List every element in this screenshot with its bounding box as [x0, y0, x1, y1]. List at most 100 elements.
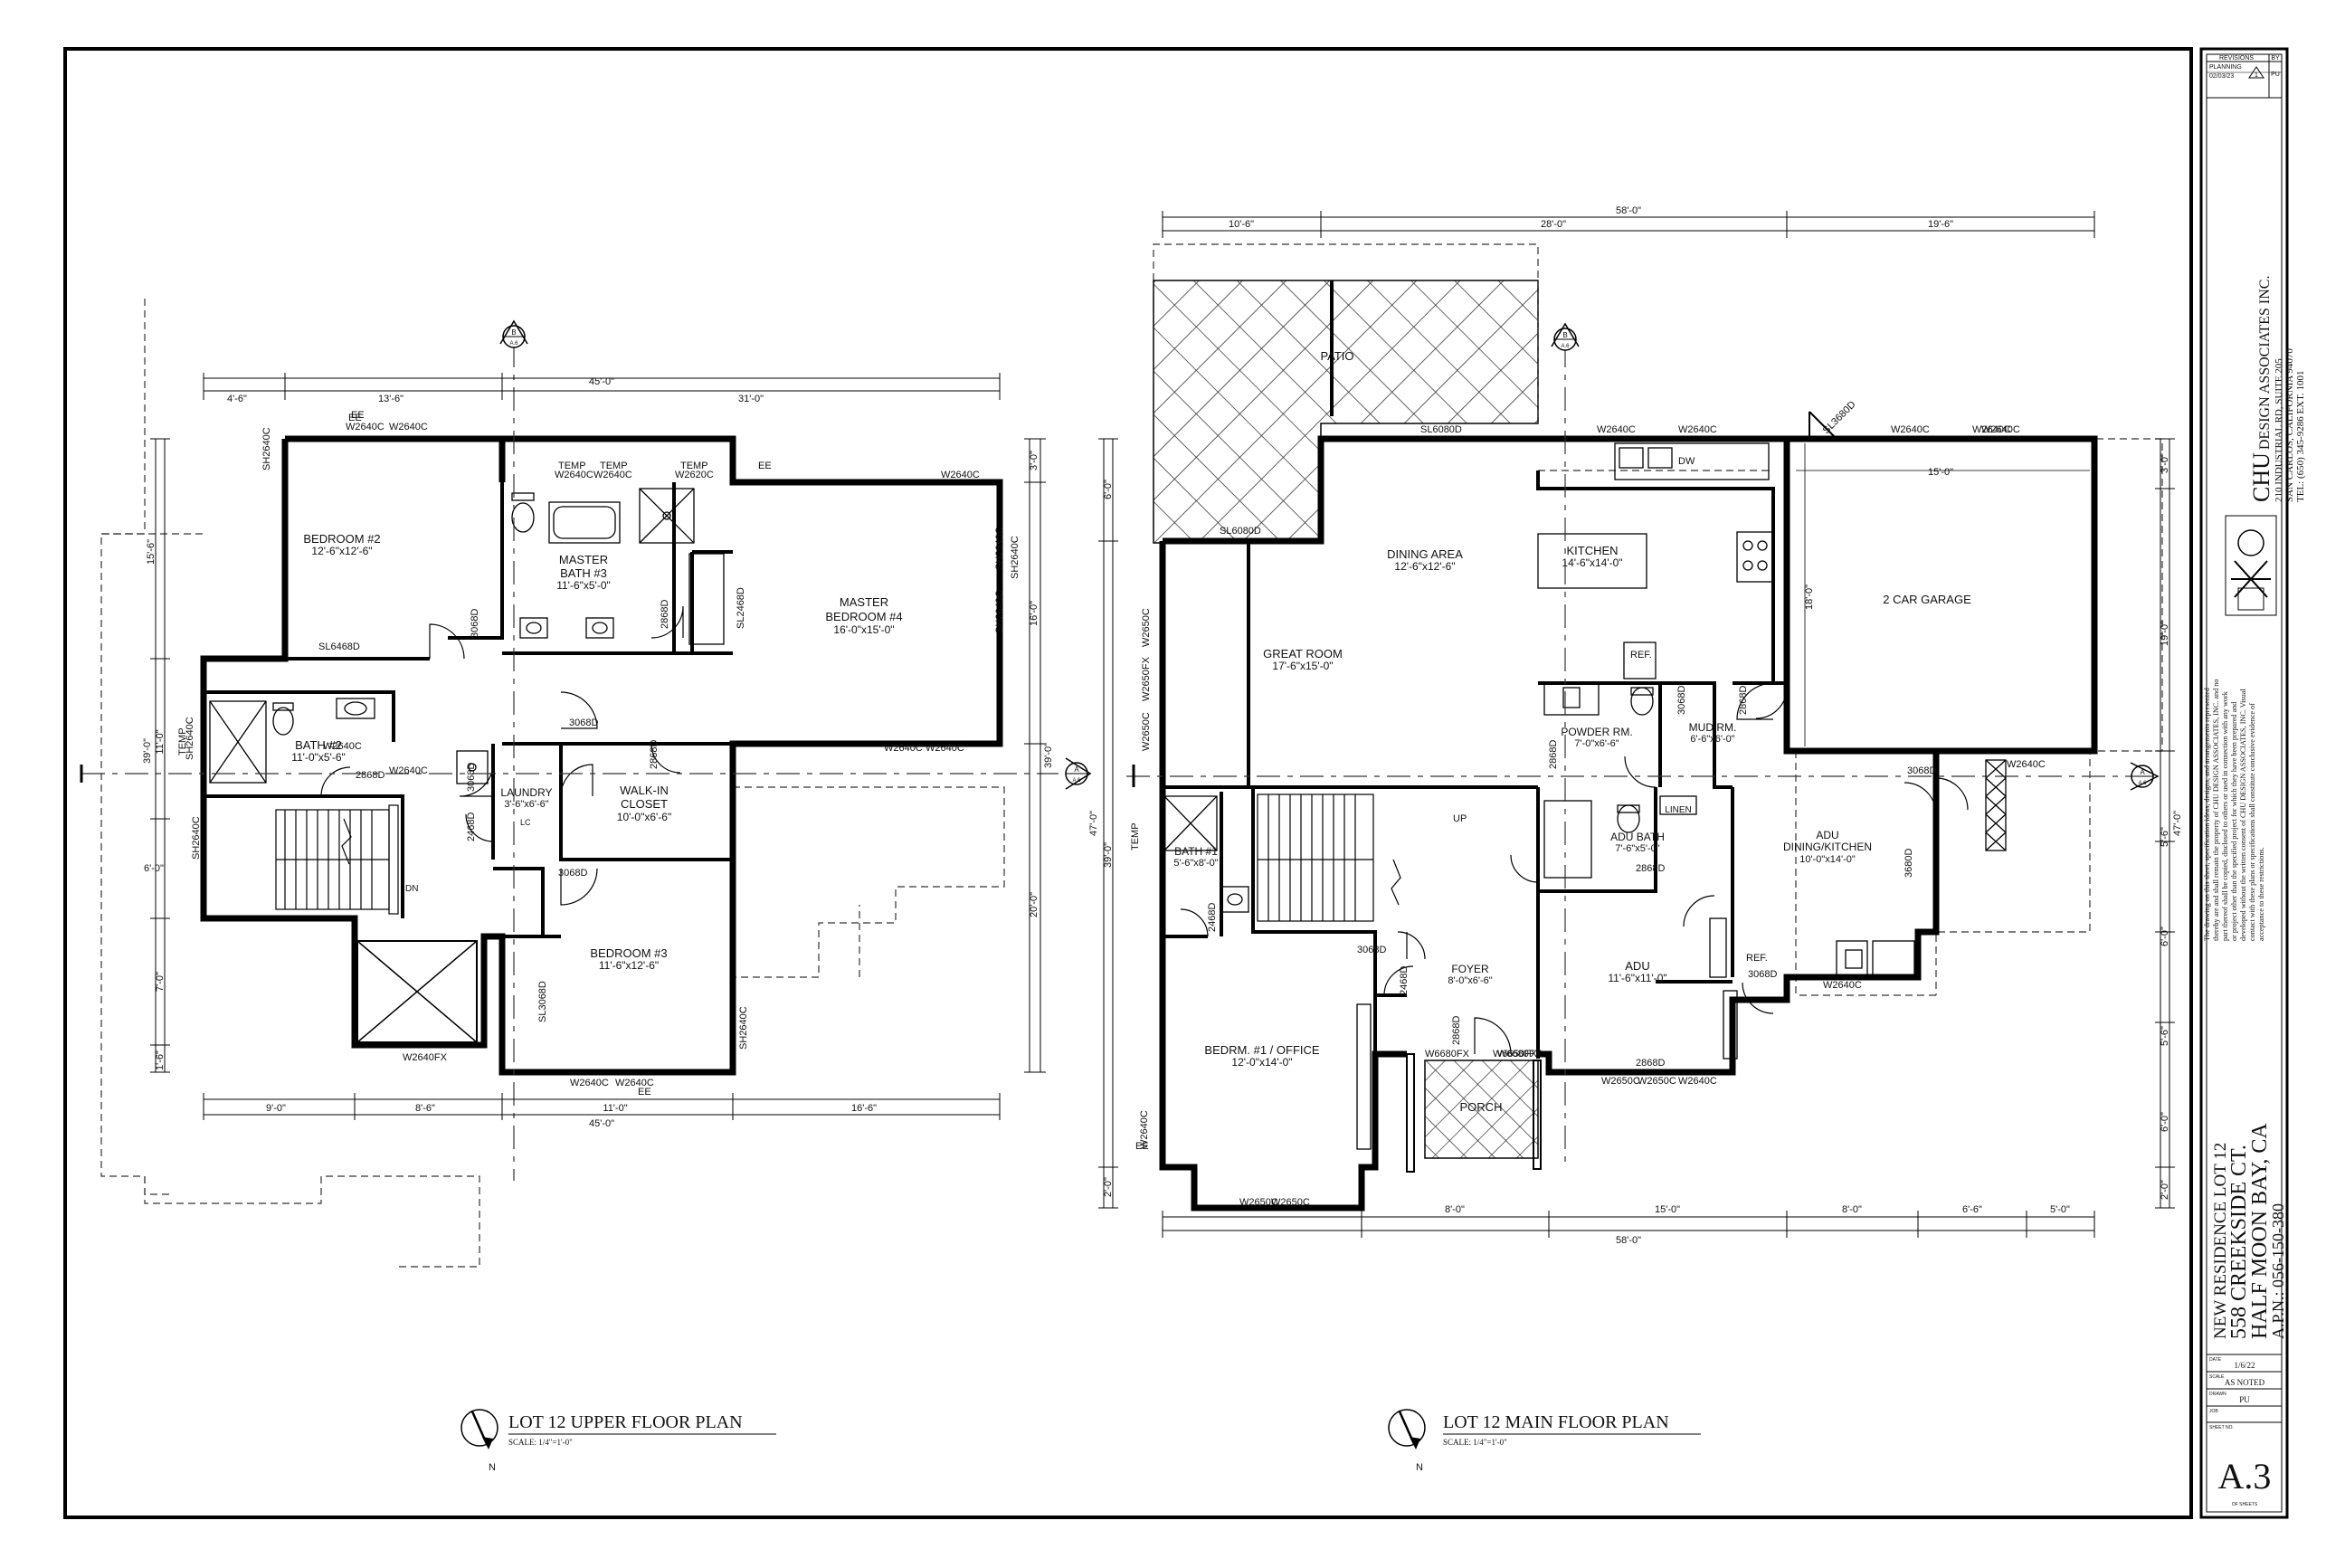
svg-text:3068D: 3068D: [558, 868, 587, 879]
svg-text:28'-0": 28'-0": [1541, 219, 1566, 230]
svg-text:BEDROOM #4: BEDROOM #4: [825, 610, 902, 623]
svg-text:SH2640C: SH2640C: [994, 590, 1005, 633]
svg-text:45'-0": 45'-0": [589, 1118, 614, 1129]
svg-text:W2640C: W2640C: [1891, 424, 1930, 435]
main-dimension-labels: 10'-6" 28'-0" 19'-6" 58'-0" 8'-0" 15'-0"…: [1088, 205, 2183, 1246]
svg-text:EE: EE: [1135, 1141, 1149, 1152]
svg-text:REF.: REF.: [1630, 650, 1652, 660]
svg-text:6'-0": 6'-0": [2160, 1112, 2170, 1132]
svg-text:19'-0": 19'-0": [2160, 621, 2170, 646]
porch: [1424, 1060, 1539, 1159]
room-adu-size: 11'-6"x11'-0": [1608, 972, 1666, 984]
svg-text:3068D: 3068D: [1676, 686, 1687, 715]
upper-dimensions: [150, 373, 1046, 1120]
svg-text:TEMP: TEMP: [600, 461, 628, 471]
revisions-by-header: BY: [2271, 55, 2280, 62]
svg-text:W2640C: W2640C: [593, 470, 632, 480]
svg-text:W2640C: W2640C: [323, 741, 362, 752]
project-address2: HALF MOON BAY, CA: [2248, 1123, 2272, 1339]
svg-text:SL6468D: SL6468D: [318, 641, 360, 652]
svg-text:SH2640C: SH2640C: [994, 527, 1005, 570]
svg-text:UP: UP: [1453, 813, 1467, 824]
firm-phone: TEL: (650) 345-9286 EXT. 1001: [2295, 370, 2306, 502]
svg-text:10'-6": 10'-6": [1229, 219, 1254, 230]
main-stairs: [1257, 794, 1401, 922]
firm-logo-icon: [2225, 515, 2277, 616]
room-walkin-size: 10'-0"x6'-6": [617, 811, 671, 823]
svg-text:15'-0": 15'-0": [1655, 1204, 1680, 1215]
room-bath2-name: BATH #2: [295, 738, 342, 752]
svg-text:2868D: 2868D: [649, 740, 660, 769]
svg-text:1'-6": 1'-6": [155, 1050, 166, 1070]
room-bedroom2-size: 12'-6"x12'-6": [311, 545, 372, 557]
svg-text:45'-0": 45'-0": [589, 376, 614, 387]
svg-text:31'-0": 31'-0": [738, 394, 764, 404]
svg-text:SL2468D: SL2468D: [736, 587, 746, 629]
firm-address1: 210 INDUSTRIAL RD, SUITE 205: [2274, 358, 2284, 502]
svg-text:W2650FX: W2650FX: [1141, 656, 1152, 701]
svg-text:W2640C: W2640C: [1678, 424, 1717, 435]
firm-block: CHU DESIGN ASSOCIATES INC. 210 INDUSTRIA…: [2248, 276, 2306, 502]
svg-text:A.6: A.6: [509, 341, 518, 347]
svg-text:CLOSET: CLOSET: [621, 797, 668, 811]
svg-text:3680D: 3680D: [1904, 849, 1914, 878]
room-bedroom1-name: BEDRM. #1 / OFFICE: [1204, 1043, 1319, 1057]
svg-text:BATH #3: BATH #3: [560, 566, 607, 580]
svg-text:N: N: [489, 1462, 496, 1473]
svg-text:SL6080D: SL6080D: [1420, 424, 1462, 435]
sheet-number: A.3: [2218, 1456, 2272, 1497]
patio: [1153, 280, 1539, 544]
svg-text:EE: EE: [758, 461, 772, 471]
room-bath1-size: 5'-6"x8'-0": [1173, 858, 1218, 869]
title-block-border: [2199, 47, 2289, 1519]
svg-text:W2650C: W2650C: [1141, 712, 1152, 751]
upper-plan-title: N LOT 12 UPPER FLOOR PLAN SCALE: 1/4"=1'…: [460, 1409, 776, 1473]
room-porch: PORCH: [1460, 1100, 1503, 1114]
svg-text:REF.: REF.: [1746, 953, 1768, 964]
room-foyer-name: FOYER: [1451, 963, 1489, 975]
upper-tags: EE W2640C W2640C TEMP W2640C TEMP W2640C…: [177, 410, 1021, 1098]
svg-text:W6650FX: W6650FX: [1493, 1049, 1538, 1060]
svg-text:2868D: 2868D: [1548, 740, 1559, 769]
room-great-name: GREAT ROOM: [1263, 647, 1343, 660]
revision-date: 02/03/23: [2209, 73, 2234, 80]
room-patio: PATIO: [1320, 349, 1353, 363]
svg-text:DATE: DATE: [2209, 1357, 2222, 1363]
svg-text:39'-0": 39'-0": [1103, 842, 1114, 868]
svg-text:5'-6": 5'-6": [2160, 1026, 2170, 1046]
svg-text:W2640C: W2640C: [2007, 759, 2046, 770]
svg-text:3068D: 3068D: [569, 717, 598, 728]
svg-text:39'-0": 39'-0": [142, 738, 153, 764]
svg-text:11'-0": 11'-0": [155, 729, 166, 754]
svg-text:W2640C: W2640C: [389, 422, 428, 432]
sheet-info: DATE 1/6/22 SCALE AS NOTED DRAWN PU JOB …: [2207, 1354, 2282, 1507]
revision-delta-icon: [2248, 66, 2264, 79]
svg-text:W6680FX: W6680FX: [1425, 1049, 1470, 1060]
room-laundry-size: 3'-6"x6'-6": [504, 799, 548, 810]
room-mud-size: 6'-6"x6'-0": [1690, 734, 1734, 745]
svg-text:W2650C: W2650C: [1239, 1197, 1278, 1208]
svg-text:DINING/KITCHEN: DINING/KITCHEN: [1783, 841, 1872, 853]
main-plan-title: N LOT 12 MAIN FLOOR PLAN SCALE: 1/4"=1'-…: [1388, 1409, 1701, 1473]
svg-text:2'-0": 2'-0": [1103, 1177, 1114, 1197]
revision-mark: 1: [2255, 72, 2258, 79]
svg-text:The drawing on this sheet, spe: The drawing on this sheet, specification…: [2203, 688, 2211, 941]
room-mud-name: MUD RM.: [1689, 721, 1737, 734]
svg-text:2468D: 2468D: [1207, 903, 1218, 932]
room-kitchen-name: KITCHEN: [1566, 544, 1618, 557]
svg-text:2868D: 2868D: [1738, 686, 1749, 715]
svg-text:B: B: [511, 328, 516, 337]
project-address1: 558 CREEKSIDE CT.: [2227, 1145, 2251, 1339]
svg-text:16'-0": 16'-0": [1029, 601, 1040, 626]
room-adu-bath-size: 7'-6"x5'-0": [1615, 843, 1659, 854]
upper-room-labels: BEDROOM #2 12'-6"x12'-6" MASTER BATH #3 …: [291, 532, 902, 972]
svg-text:15'-0": 15'-0": [1928, 467, 1953, 478]
sheet-drawn: PU: [2239, 1395, 2250, 1404]
svg-text:W2640C: W2640C: [1981, 424, 2020, 435]
svg-text:2'-0": 2'-0": [2160, 1180, 2170, 1200]
kitchen-island: [1537, 533, 1647, 589]
svg-text:N: N: [1416, 1462, 1423, 1473]
project-title: NEW RESIDENCE LOT 12: [2211, 1143, 2230, 1339]
upper-section-marker-b: B A.6: [499, 319, 528, 348]
